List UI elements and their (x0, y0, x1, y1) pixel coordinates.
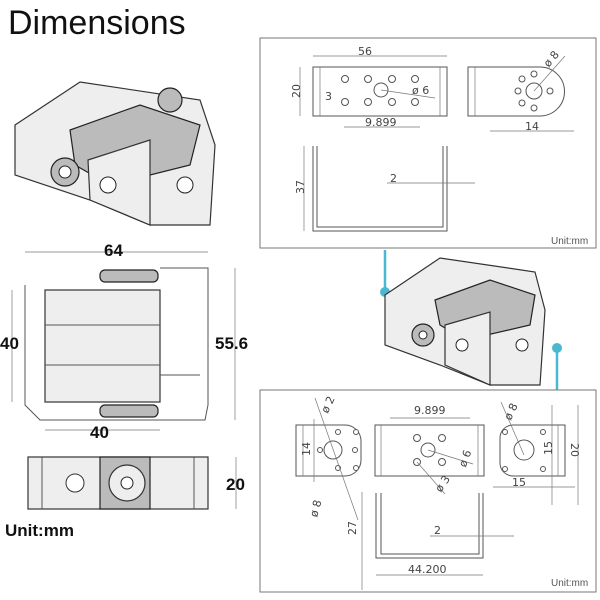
connector-dot (552, 343, 562, 353)
bottom-drawing-panel (259, 389, 597, 593)
dim-64: 64 (104, 241, 123, 260)
dim-thickness-2: 2 (390, 172, 397, 185)
unit-label: Unit:mm (5, 521, 74, 540)
dim-20: 20 (226, 475, 245, 494)
dim-hole-8-left: ø 8 (307, 499, 324, 519)
dim-15-vertical: 15 (542, 441, 555, 455)
dim-44-200: 44.200 (408, 563, 447, 576)
dim-40-width: 40 (90, 423, 109, 442)
dim-20-bottom: 20 (568, 443, 581, 457)
dim-55-6: 55.6 (215, 334, 248, 353)
dim-20-top: 20 (290, 84, 303, 98)
dim-hole-6-bottom: ø 6 (456, 448, 474, 469)
isometric-bracket-view (14, 81, 216, 226)
dim-14-bottom: 14 (300, 442, 313, 456)
dim-37: 37 (294, 180, 307, 194)
page-title: Dimensions (8, 4, 186, 42)
top-drawing-panel (259, 37, 597, 249)
dim-hole-3: 3 (325, 90, 332, 103)
dim-9-899-bottom: 9.899 (414, 404, 446, 417)
dim-56: 56 (358, 45, 372, 58)
isometric-bracket-view-small (384, 257, 546, 386)
dim-15-horizontal: 15 (512, 476, 526, 489)
dim-40-height: 40 (0, 334, 19, 353)
unit-label-bottom: Unit:mm (551, 578, 588, 589)
dim-27: 27 (346, 521, 359, 535)
dim-9-899: 9.899 (365, 116, 397, 129)
dim-hole-6: ø 6 (412, 84, 429, 97)
bottom-view (27, 456, 237, 510)
dim-14: 14 (525, 120, 539, 133)
dim-thickness-2-bottom: 2 (434, 524, 441, 537)
front-view (11, 251, 236, 431)
unit-label-top: Unit:mm (551, 236, 588, 247)
